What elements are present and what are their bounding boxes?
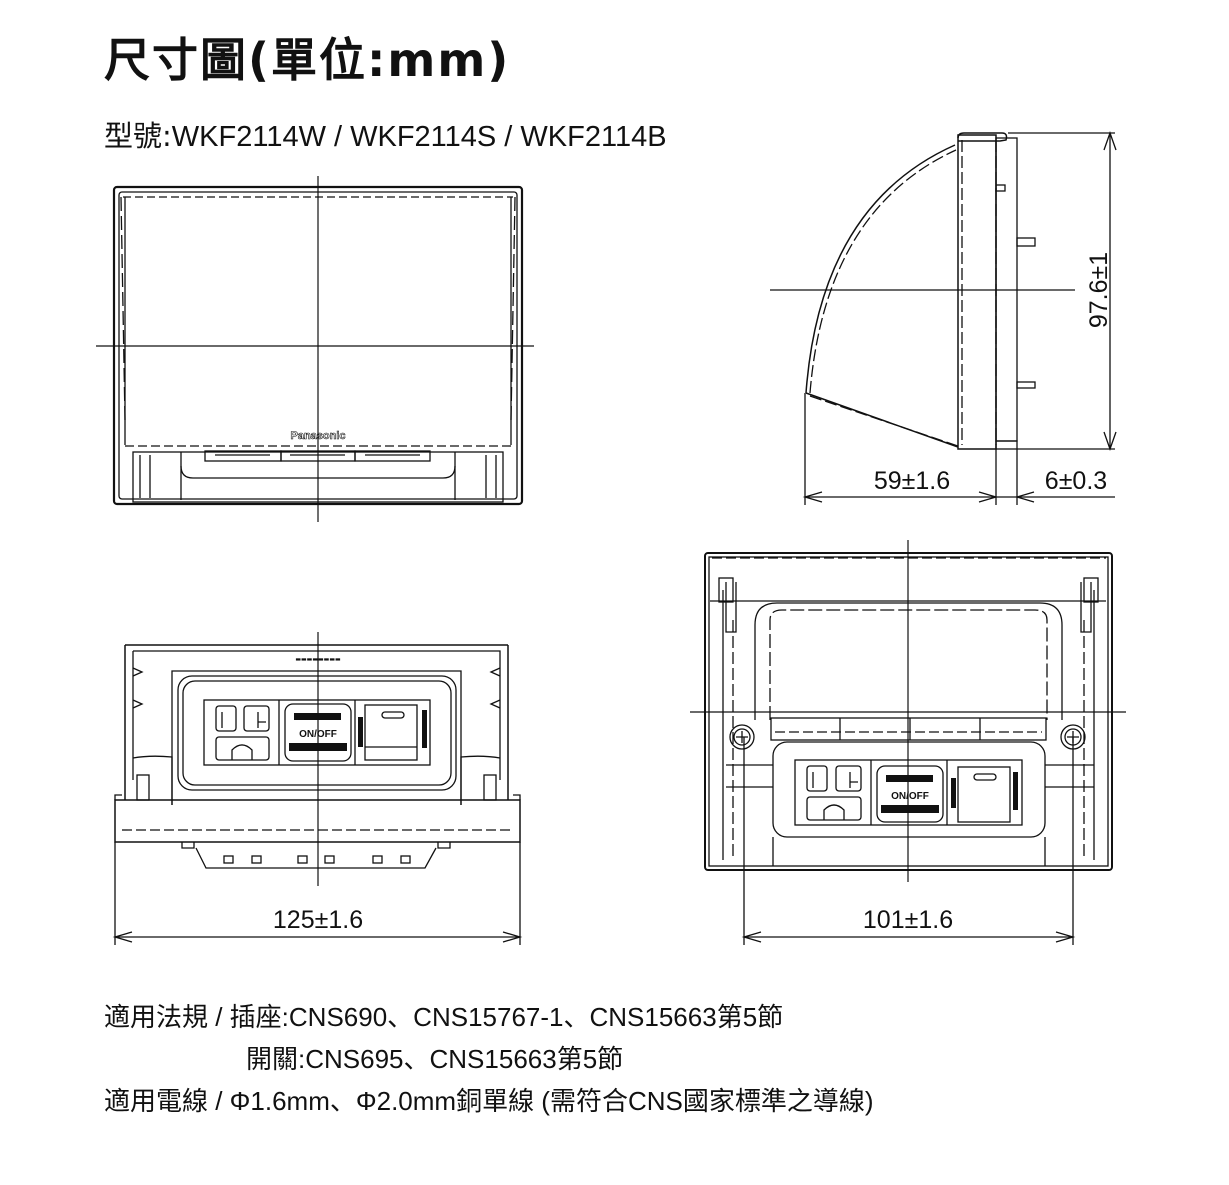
specification-notes: 適用法規 / 插座:CNS690、CNS15767-1、CNS15663第5節 … [104, 996, 874, 1122]
front-view-closed: Panasonic [96, 176, 534, 522]
note-standards-switch: 開關:CNS695、CNS15663第5節 [104, 1038, 874, 1080]
model-line: 型號:WKF2114W / WKF2114S / WKF2114B [104, 116, 667, 157]
note-label: 開關: [246, 1044, 306, 1074]
height-dimension: 97.6±1 [1085, 252, 1113, 328]
note-value: Φ1.6mm、Φ2.0mm銅單線 (需符合CNS國家標準之導線) [229, 1086, 874, 1116]
plate-thickness-dimension: 6±0.3 [1045, 467, 1107, 495]
model-numbers: WKF2114W / WKF2114S / WKF2114B [171, 121, 667, 153]
note-value: CNS695、CNS15663第5節 [305, 1044, 624, 1074]
front-view-open: ▬▬▬▬▬▬▬▬ ON/OFF [112, 632, 523, 945]
switch-label-mounting: ON/OFF [891, 791, 929, 802]
width-dimension: 125±1.6 [273, 906, 363, 934]
page-title: 尺寸圖(單位:mm) [104, 33, 511, 87]
note-wire: 適用電線 / Φ1.6mm、Φ2.0mm銅單線 (需符合CNS國家標準之導線) [104, 1080, 874, 1122]
mounting-view: ON/OFF 101±1.6 [690, 540, 1126, 945]
note-standards-outlet: 適用法規 / 插座:CNS690、CNS15767-1、CNS15663第5節 [104, 996, 874, 1038]
note-value: CNS690、CNS15767-1、CNS15663第5節 [288, 1002, 784, 1032]
note-label: 適用法規 / 插座: [104, 1002, 289, 1032]
mounting-pitch-dimension: 101±1.6 [863, 906, 953, 934]
depth-dimension: 59±1.6 [874, 467, 950, 495]
side-view: 97.6±1 59±1.6 6±0.3 [770, 131, 1117, 505]
note-label: 適用電線 / [104, 1086, 230, 1116]
model-label: 型號: [104, 119, 172, 153]
